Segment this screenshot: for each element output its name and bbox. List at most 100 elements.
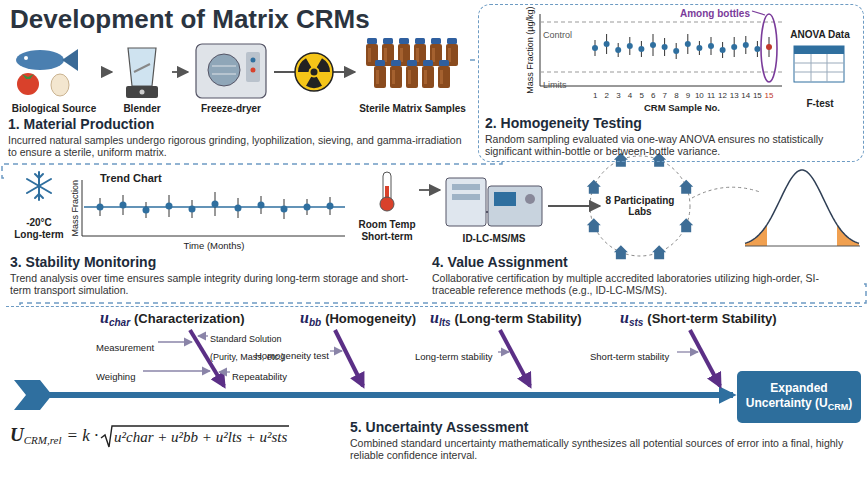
node-label: -20°C Long-term xyxy=(12,217,66,240)
uncertainty-timeline xyxy=(14,380,52,410)
homogeneity-chart xyxy=(615,47,621,53)
step-heading: 4. Value Assignment xyxy=(432,254,860,271)
formula: = k · xyxy=(67,426,99,445)
homogeneity-chart xyxy=(743,42,749,48)
homogeneity-chart xyxy=(720,47,726,53)
fish-icon xyxy=(16,49,78,71)
tick-label: 13 xyxy=(730,91,739,100)
icon-node: Biological Source xyxy=(6,46,102,114)
text-group: Repeatability xyxy=(232,366,287,384)
icon-node: Freeze-dryer xyxy=(188,40,274,114)
step-panel: 4. Value AssignmentCollaborative certifi… xyxy=(428,164,864,300)
text-group: Mass Fraction (µg/kg) xyxy=(519,7,537,94)
normal-distribution xyxy=(745,170,860,246)
text-group: ubb(Homogeneity) xyxy=(300,309,416,329)
text-group: Weighing xyxy=(96,366,135,384)
normal-distribution xyxy=(692,187,760,198)
sample-bottles xyxy=(390,60,402,88)
homogeneity-chart xyxy=(540,72,782,73)
trend-chart xyxy=(97,192,334,219)
lab-network xyxy=(587,180,601,194)
icon-node: ANOVA DataF-test xyxy=(787,29,853,109)
lc-ms-instrument xyxy=(525,194,535,204)
text-group: Measurement xyxy=(96,337,154,355)
result-label: CRM xyxy=(828,402,849,412)
lab-network xyxy=(587,218,601,232)
text-group: 4 xyxy=(628,84,632,102)
radiation-symbol xyxy=(317,58,330,72)
lab-network xyxy=(614,245,628,259)
fish-icon xyxy=(16,50,64,70)
trend-chart xyxy=(82,180,83,236)
tick-label: 11 xyxy=(707,91,715,100)
homogeneity-chart xyxy=(540,14,541,86)
uncertainty-subscript: bb xyxy=(309,317,321,328)
homogeneity-chart xyxy=(708,43,714,49)
tick-label: 3 xyxy=(616,91,620,100)
tick-label: 14 xyxy=(741,91,750,100)
freeze-dryer-icon xyxy=(246,52,260,82)
lc-ms-instrument xyxy=(486,211,488,213)
text-group: 3 xyxy=(616,84,620,102)
blender-icon xyxy=(126,86,158,98)
chart-label: Control xyxy=(543,30,572,40)
trend-chart xyxy=(82,236,345,237)
source-arrows xyxy=(677,351,698,352)
freeze-dryer-icon xyxy=(208,54,240,86)
snowflake-icon xyxy=(27,179,51,193)
result-label: ) xyxy=(848,396,852,410)
sample-bottles xyxy=(374,60,386,88)
text-group: 14 xyxy=(741,84,750,102)
text-group: 7 xyxy=(663,84,667,102)
tick-label: 2 xyxy=(605,91,609,100)
homogeneity-chart xyxy=(752,11,765,15)
snowflake-icon xyxy=(27,179,51,193)
step-heading: 2. Homogeneity Testing xyxy=(485,115,861,132)
tick-label: 1 xyxy=(593,91,597,100)
anova-table-icon xyxy=(794,63,844,64)
chart-label: Limits xyxy=(543,80,567,90)
process-arrow xyxy=(102,71,112,73)
uncertainty-arrows xyxy=(690,330,720,386)
icon-node: 8 Participating Labs xyxy=(600,188,680,224)
text-group: Short-term stability xyxy=(590,346,669,364)
text-group: Trend Chart xyxy=(100,168,162,186)
chart-callout: Among bottles xyxy=(680,8,750,19)
source-label: Repeatability xyxy=(232,371,287,382)
trend-chart xyxy=(189,206,196,213)
uncertainty-subscript: char xyxy=(109,317,130,328)
homogeneity-chart xyxy=(662,44,668,50)
radiation-symbol xyxy=(295,53,333,91)
source-label: Measurement xyxy=(96,342,154,353)
freeze-dryer-icon xyxy=(196,44,266,98)
step-text: 4. Value AssignmentCollaborative certifi… xyxy=(432,254,860,297)
homogeneity-chart xyxy=(540,86,782,87)
trend-chart xyxy=(97,204,104,211)
tick-label: 4 xyxy=(628,91,632,100)
fish-icon xyxy=(62,49,78,71)
source-arrows xyxy=(330,350,342,351)
step-heading: 1. Material Production xyxy=(8,116,468,133)
lab-network xyxy=(652,245,666,259)
homogeneity-chart xyxy=(761,14,777,82)
blender-icon xyxy=(134,64,150,72)
trend-chart xyxy=(235,205,242,212)
text-group: 11 xyxy=(707,84,715,102)
text-group: Among bottles xyxy=(680,3,750,21)
lab-network xyxy=(679,218,693,232)
freeze-dryer-icon xyxy=(196,44,266,98)
freeze-dryer-icon xyxy=(212,74,236,75)
step-text: 2. Homogeneity TestingRandom sampling ev… xyxy=(485,115,861,158)
flow-connector xyxy=(2,162,502,178)
tick-label: 15 xyxy=(765,91,774,100)
uncertainty-symbol: u xyxy=(430,309,439,326)
flow-connector xyxy=(470,59,478,61)
radiation-symbol xyxy=(306,77,322,88)
sample-bottles xyxy=(366,38,458,88)
step-heading: 3. Stability Monitoring xyxy=(10,254,415,271)
node-label: Room Temp Short-term xyxy=(355,219,419,242)
blender-icon xyxy=(128,48,156,86)
tick-label: 9 xyxy=(686,91,690,100)
step-description: Incurred natural samples undergo rigorou… xyxy=(8,134,468,159)
source-label: Homogeneity test xyxy=(255,350,329,361)
